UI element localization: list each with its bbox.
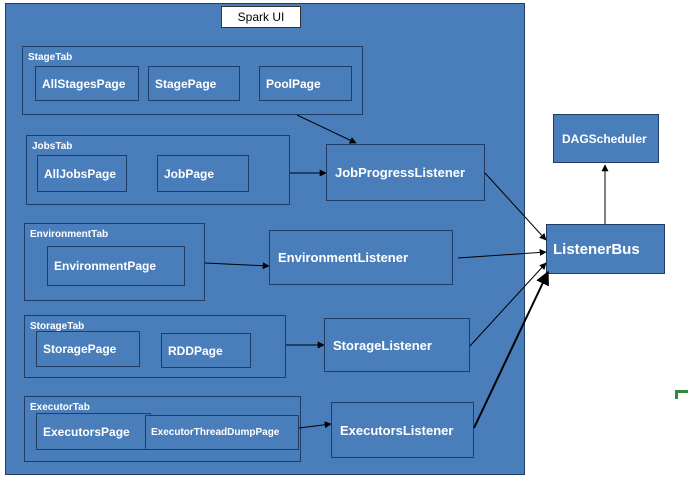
environment-listener: EnvironmentListener xyxy=(269,230,453,285)
rdd-page: RDDPage xyxy=(161,333,251,368)
storage-listener: StorageListener xyxy=(324,318,470,372)
executors-listener: ExecutorsListener xyxy=(331,402,474,458)
executors-page: ExecutorsPage xyxy=(36,413,151,450)
green-bracket-mark xyxy=(675,390,688,399)
environment-page: EnvironmentPage xyxy=(47,246,185,286)
executor-tab-label: ExecutorTab xyxy=(30,402,90,413)
stage-tab-label: StageTab xyxy=(28,52,73,63)
stage-page: StagePage xyxy=(148,66,240,101)
storage-page: StoragePage xyxy=(36,331,140,367)
storage-tab-label: StorageTab xyxy=(30,321,85,332)
listener-bus: ListenerBus xyxy=(546,224,665,274)
jobs-tab-label: JobsTab xyxy=(32,141,73,152)
job-page: JobPage xyxy=(157,155,249,192)
job-progress-listener: JobProgressListener xyxy=(326,144,485,201)
all-stages-page: AllStagesPage xyxy=(35,66,139,101)
spark-ui-title: Spark UI xyxy=(221,6,301,28)
executor-thread-dump-page: ExecutorThreadDumpPage xyxy=(145,415,299,450)
dag-scheduler: DAGScheduler xyxy=(553,114,659,163)
all-jobs-page: AllJobsPage xyxy=(37,155,127,192)
environment-tab-label: EnvironmentTab xyxy=(30,229,109,240)
pool-page: PoolPage xyxy=(259,66,352,101)
